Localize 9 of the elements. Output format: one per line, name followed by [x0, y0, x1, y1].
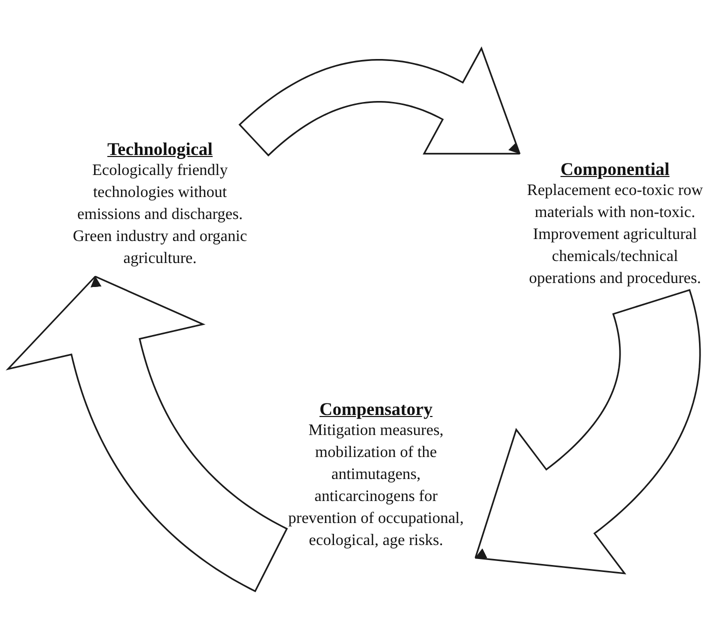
description: Mitigation measures, mobilization of the antimutagens, anticarcinogens for prevention of occupational, ecological, age risks.	[287, 421, 465, 551]
curved-block-arrow	[238, 46, 521, 156]
heading: Compensatory	[318, 398, 434, 420]
heading: Technological	[106, 138, 214, 160]
description: Ecologically friendly technologies without emissions and discharges. Green industry and organic agriculture.	[72, 161, 248, 269]
curved-block-arrow	[6, 275, 288, 592]
description: Replacement eco-toxic row materials with non-toxic. Improvement agricultural chemicals/technical operations and procedures.	[526, 181, 704, 289]
curved-block-arrow	[474, 289, 701, 574]
heading: Componential	[559, 158, 670, 180]
